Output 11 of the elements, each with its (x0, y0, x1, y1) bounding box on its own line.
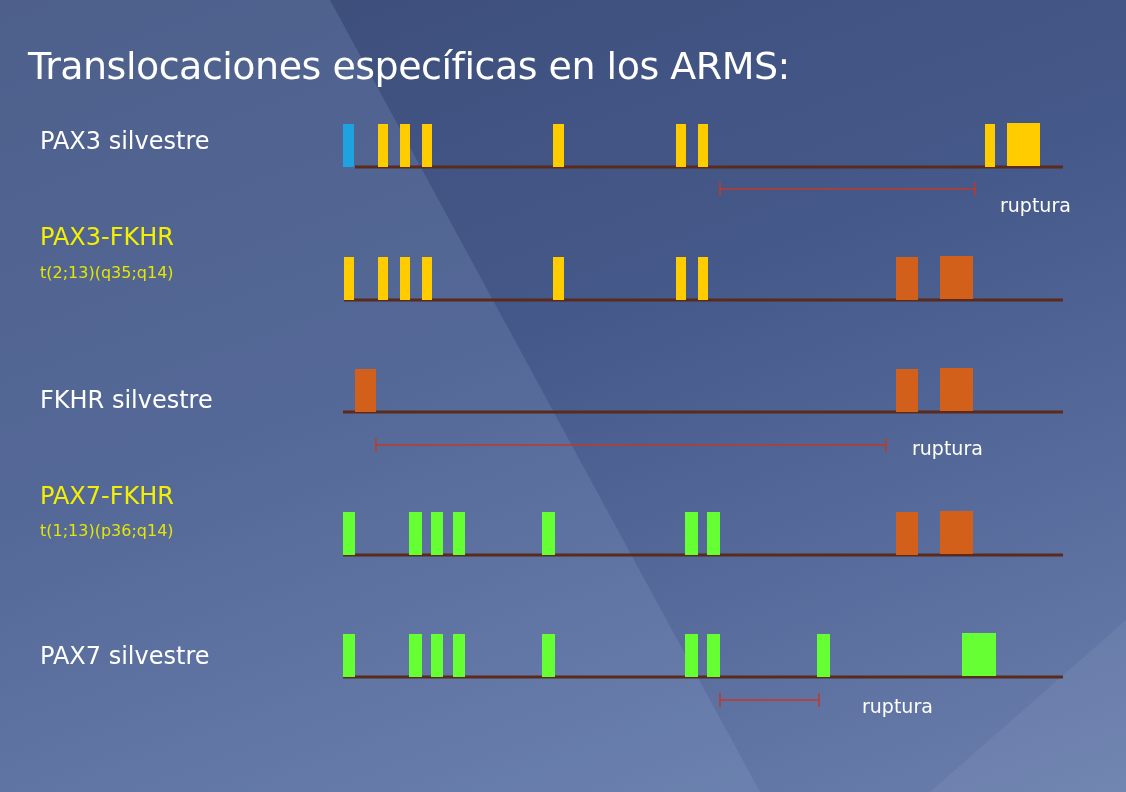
gene-label: PAX3 silvestre (40, 129, 210, 153)
breakpoint-label: ruptura (1000, 196, 1071, 215)
fusion-gene-label: PAX7-FKHR (40, 484, 174, 508)
translocation-label: t(1;13)(p36;q14) (40, 523, 174, 539)
translocation-label: t(2;13)(q35;q14) (40, 265, 174, 281)
breakpoint-label: ruptura (912, 439, 983, 458)
gene-label: FKHR silvestre (40, 388, 213, 412)
gene-label: PAX7 silvestre (40, 644, 210, 668)
breakpoint-label: ruptura (862, 697, 933, 716)
fusion-gene-label: PAX3-FKHR (40, 225, 174, 249)
slide-title: Translocaciones específicas en los ARMS: (28, 44, 790, 88)
